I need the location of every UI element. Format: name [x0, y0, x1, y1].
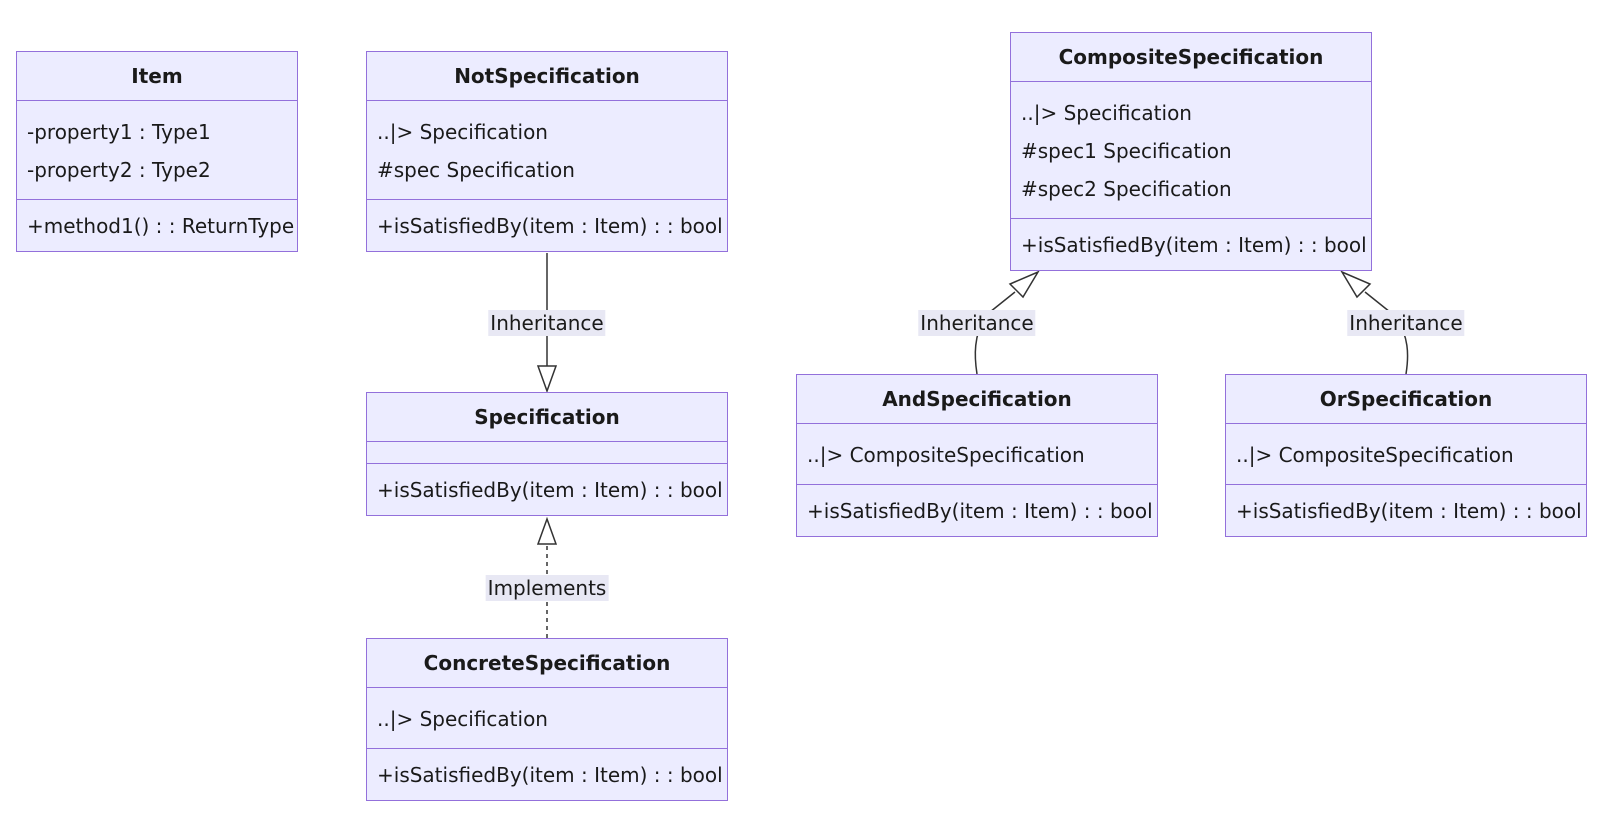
class-title: CompositeSpecification	[1058, 45, 1324, 69]
class-attributes: ..|> CompositeSpecification	[1226, 423, 1586, 484]
class-attributes: ..|> Specification	[367, 687, 727, 748]
class-title: Specification	[474, 405, 620, 429]
class-methods: +isSatisfiedBy(item : Item) : : bool	[797, 484, 1157, 536]
method: +isSatisfiedBy(item : Item) : : bool	[377, 478, 723, 502]
edge-label-and-to-composite: Inheritance	[918, 310, 1036, 336]
attribute: ..|> CompositeSpecification	[807, 443, 1085, 467]
method: +method1() : : ReturnType	[27, 214, 295, 238]
class-attributes: ..|> Specification #spec Specification	[367, 100, 727, 199]
class-and-specification[interactable]: AndSpecification ..|> CompositeSpecifica…	[796, 374, 1158, 537]
class-title: AndSpecification	[882, 387, 1072, 411]
edge-or-to-composite-arrowhead	[1340, 270, 1372, 299]
class-title: NotSpecification	[454, 64, 640, 88]
class-attributes: ..|> CompositeSpecification	[797, 423, 1157, 484]
edge-label-or-to-composite: Inheritance	[1347, 310, 1465, 336]
class-composite-specification[interactable]: CompositeSpecification ..|> Specificatio…	[1010, 32, 1372, 271]
method: +isSatisfiedBy(item : Item) : : bool	[807, 499, 1153, 523]
attribute: ..|> Specification	[377, 120, 548, 144]
attribute: ..|> CompositeSpecification	[1236, 443, 1514, 467]
class-or-specification[interactable]: OrSpecification ..|> CompositeSpecificat…	[1225, 374, 1587, 537]
method: +isSatisfiedBy(item : Item) : : bool	[1021, 233, 1367, 257]
class-title: ConcreteSpecification	[423, 651, 671, 675]
attribute: ..|> Specification	[1021, 101, 1192, 125]
class-methods: +isSatisfiedBy(item : Item) : : bool	[367, 463, 727, 515]
attribute: ..|> Specification	[377, 707, 548, 731]
edge-concrete-to-spec-arrowhead	[536, 516, 558, 545]
class-title: Item	[131, 64, 183, 88]
class-methods: +isSatisfiedBy(item : Item) : : bool	[367, 199, 727, 251]
class-title: OrSpecification	[1319, 387, 1493, 411]
class-specification[interactable]: Specification +isSatisfiedBy(item : Item…	[366, 392, 728, 516]
edge-not-to-spec-arrowhead	[536, 365, 558, 394]
class-not-specification[interactable]: NotSpecification ..|> Specification #spe…	[366, 51, 728, 252]
class-attributes: ..|> Specification #spec1 Specification …	[1011, 81, 1371, 218]
attribute: -property1 : Type1	[27, 120, 211, 144]
class-methods: +isSatisfiedBy(item : Item) : : bool	[1011, 218, 1371, 270]
attribute: -property2 : Type2	[27, 158, 211, 182]
attribute: #spec1 Specification	[1021, 139, 1232, 163]
class-methods: +isSatisfiedBy(item : Item) : : bool	[367, 748, 727, 800]
attribute: #spec Specification	[377, 158, 575, 182]
method: +isSatisfiedBy(item : Item) : : bool	[1236, 499, 1582, 523]
class-concrete-specification[interactable]: ConcreteSpecification ..|> Specification…	[366, 638, 728, 801]
method: +isSatisfiedBy(item : Item) : : bool	[377, 214, 723, 238]
method: +isSatisfiedBy(item : Item) : : bool	[377, 763, 723, 787]
class-attributes: -property1 : Type1 -property2 : Type2	[17, 100, 297, 199]
class-attributes	[367, 441, 727, 463]
edge-and-to-composite-arrowhead	[1008, 270, 1040, 299]
edge-label-concrete-to-spec: Implements	[485, 575, 609, 601]
class-methods: +isSatisfiedBy(item : Item) : : bool	[1226, 484, 1586, 536]
class-methods: +method1() : : ReturnType	[17, 199, 297, 251]
edge-label-not-to-spec: Inheritance	[488, 310, 606, 336]
attribute: #spec2 Specification	[1021, 177, 1232, 201]
class-item[interactable]: Item -property1 : Type1 -property2 : Typ…	[16, 51, 298, 252]
